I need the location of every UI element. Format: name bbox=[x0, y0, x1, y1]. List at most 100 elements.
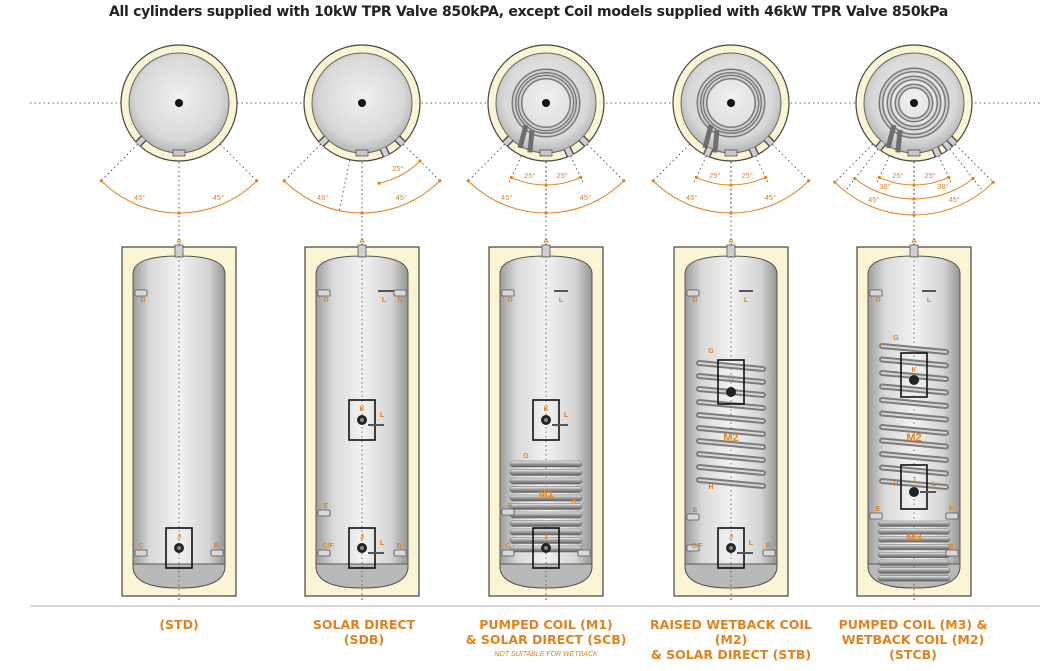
label-h: H bbox=[708, 484, 713, 491]
arc-end bbox=[991, 180, 995, 184]
arc-end bbox=[912, 197, 916, 201]
coil-pipe bbox=[517, 124, 529, 149]
top-view-std: 45°45° bbox=[99, 44, 259, 600]
angle-label: 45° bbox=[396, 193, 407, 202]
angle-label: 25° bbox=[392, 164, 403, 173]
arc-end bbox=[853, 177, 857, 181]
element-j-label: J bbox=[177, 534, 181, 541]
coil-m3 bbox=[877, 520, 951, 582]
label-g: G bbox=[708, 348, 714, 355]
arc-end bbox=[764, 175, 768, 179]
element-k-box bbox=[348, 399, 376, 441]
angle-arc bbox=[652, 180, 732, 214]
angle-arc bbox=[545, 180, 625, 214]
coil-turn-highlight bbox=[698, 362, 764, 370]
center-dot bbox=[175, 99, 183, 107]
coil-turn-highlight bbox=[881, 439, 947, 448]
arc-end bbox=[177, 211, 181, 215]
element-j-probe-label: L bbox=[380, 540, 385, 547]
label-stcb: PUMPED COIL (M3) & WETBACK COIL (M2) (ST… bbox=[823, 617, 1003, 662]
rim-stub-inner bbox=[395, 136, 405, 146]
top-view-stcb: 45°45°38°38°25°25° bbox=[833, 44, 995, 600]
label-b: B bbox=[765, 543, 770, 550]
angle-label: 25° bbox=[557, 171, 568, 180]
label-stb: RAISED WETBACK COIL (M2) & SOLAR DIRECT … bbox=[641, 617, 821, 662]
stub-n bbox=[393, 289, 407, 297]
stub-e bbox=[317, 509, 331, 517]
element-k-port-inner bbox=[544, 418, 548, 422]
label-cf: C/F bbox=[322, 543, 334, 550]
label-stb-line2: & SOLAR DIRECT (STB) bbox=[650, 647, 812, 662]
element-k-port-inner bbox=[360, 418, 364, 422]
inlet-a bbox=[174, 244, 184, 258]
angle-label: 45° bbox=[765, 193, 776, 202]
coil-label-m2: M2 bbox=[906, 432, 921, 444]
coil-pipe bbox=[527, 129, 535, 153]
label-e: E bbox=[324, 503, 329, 510]
element-k-label: K bbox=[728, 375, 733, 382]
element-j-label: J bbox=[360, 534, 364, 541]
stub-cf bbox=[317, 549, 331, 557]
stub-d bbox=[317, 289, 331, 297]
label-stcb-line2: WETBACK COIL (M2) (STCB) bbox=[841, 632, 985, 662]
element-j-port-inner bbox=[360, 546, 364, 550]
rim-stub-inner bbox=[932, 147, 941, 157]
coil-pipe bbox=[895, 129, 903, 153]
coil-turn-highlight bbox=[698, 453, 764, 461]
arc-end bbox=[807, 179, 811, 183]
coil-turn-highlight bbox=[881, 385, 947, 394]
label-e: E bbox=[508, 503, 513, 510]
arc-end bbox=[282, 179, 286, 183]
stub-d bbox=[501, 289, 515, 297]
top-view-sdb: 45°45°25° bbox=[282, 44, 442, 600]
rim-stub-inner bbox=[942, 140, 952, 151]
label-n: N bbox=[397, 297, 402, 304]
angle-arc bbox=[100, 180, 180, 214]
arc-end bbox=[912, 213, 916, 217]
stub-c bbox=[501, 549, 515, 557]
coil-turn bbox=[509, 503, 583, 510]
center-dot bbox=[910, 99, 918, 107]
element-j-box bbox=[532, 527, 560, 569]
label-d: D bbox=[507, 297, 512, 304]
angle-label: 25° bbox=[925, 171, 936, 180]
arc-end bbox=[971, 177, 975, 181]
label-sdb: SOLAR DIRECT (SDB) bbox=[274, 617, 454, 647]
label-b: B bbox=[396, 543, 401, 550]
label-g: G bbox=[523, 453, 529, 460]
arc-end bbox=[360, 211, 364, 215]
coil-turn bbox=[877, 536, 951, 543]
arc-end bbox=[579, 175, 583, 179]
coil-turn-highlight bbox=[698, 466, 764, 474]
rim-stub-inner bbox=[947, 136, 957, 146]
stub-d bbox=[134, 289, 148, 297]
rim-stub-inner bbox=[749, 147, 758, 157]
arc-end bbox=[651, 179, 655, 183]
top-view-scb: 45°45°25°25° bbox=[466, 44, 626, 600]
rim-stub-inner bbox=[579, 136, 589, 146]
arc-end bbox=[694, 175, 698, 179]
center-dot bbox=[542, 99, 550, 107]
label-std: (STD) bbox=[89, 617, 269, 632]
angle-label: 45° bbox=[686, 193, 697, 202]
coil-turn-highlight bbox=[881, 480, 947, 488]
coil-turn-highlight bbox=[698, 401, 764, 409]
label-a: A bbox=[543, 238, 548, 245]
rim-tab bbox=[724, 149, 738, 157]
coil-turn-highlight bbox=[881, 358, 947, 367]
coil-ring-highlight bbox=[888, 77, 940, 129]
element-j-box bbox=[165, 527, 193, 569]
label-cf: C/F bbox=[691, 543, 703, 550]
label-a: A bbox=[176, 238, 181, 245]
element-k-probe-label: L bbox=[380, 412, 385, 419]
stub-b bbox=[210, 549, 224, 557]
inlet-a bbox=[726, 244, 736, 258]
coil-turn-highlight bbox=[881, 412, 947, 421]
stub-e bbox=[501, 508, 515, 516]
label-e: E bbox=[693, 507, 698, 514]
coil-turn-highlight bbox=[881, 399, 947, 407]
label-c: C bbox=[505, 543, 510, 550]
